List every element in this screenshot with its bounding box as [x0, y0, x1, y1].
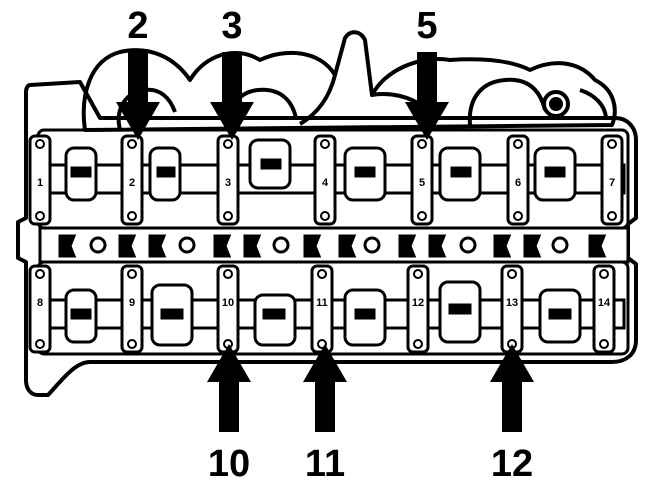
cap-bolt: [320, 211, 330, 221]
cap-bolt: [223, 139, 233, 149]
arrow-5: [405, 52, 449, 140]
center-ridge: [38, 226, 630, 264]
cap-bolt: [413, 339, 423, 349]
arrow-3: [210, 52, 254, 140]
cap-bolt: [223, 211, 233, 221]
bearing-cap-label: 8: [37, 297, 43, 309]
manifold: [81, 30, 617, 132]
upper-bearing-caps: 1 2 3 4 5 6 7: [28, 134, 624, 226]
cap-bolt: [413, 269, 423, 279]
arrow-10: [207, 344, 251, 432]
bottom-arrows: [207, 344, 534, 432]
cap-bolt: [507, 269, 517, 279]
bearing-cap: 1: [28, 134, 52, 226]
cap-bolt: [417, 139, 427, 149]
callout-bottom-11: 11: [305, 443, 345, 485]
cap-bolt: [223, 269, 233, 279]
arrow-12: [490, 344, 534, 432]
bearing-cap: 11: [310, 264, 334, 354]
callout-bottom-12: 12: [491, 443, 533, 485]
bearing-cap-label: 10: [222, 297, 234, 309]
cap-bolt: [513, 211, 523, 221]
bearing-cap: 13: [500, 264, 524, 354]
arrow-11: [303, 344, 347, 432]
bearing-cap-label: 3: [225, 177, 231, 189]
bearing-cap-label: 6: [515, 177, 521, 189]
lower-camshaft: [42, 280, 626, 347]
cap-bolt: [599, 339, 609, 349]
cap-bolt: [35, 339, 45, 349]
cap-bolt: [320, 139, 330, 149]
bearing-cap-label: 5: [419, 177, 425, 189]
bearing-cap: 9: [120, 264, 144, 354]
bearing-cap-label: 12: [412, 297, 424, 309]
bearing-cap: 2: [120, 134, 144, 226]
cap-bolt: [599, 269, 609, 279]
cap-bolt: [127, 139, 137, 149]
bearing-cap-label: 2: [129, 177, 135, 189]
callout-top-2: 2: [127, 5, 148, 47]
bearing-cap-label: 1: [37, 177, 43, 189]
bearing-cap: 14: [592, 264, 616, 354]
top-arrows: [116, 52, 449, 140]
bearing-cap-label: 7: [609, 177, 615, 189]
bearing-cap: 10: [216, 264, 240, 354]
bearing-cap: 8: [28, 264, 52, 354]
bearing-cap-label: 4: [322, 177, 329, 189]
cap-bolt: [513, 139, 523, 149]
cap-bolt: [35, 269, 45, 279]
cap-bolt: [35, 139, 45, 149]
cap-bolt: [127, 269, 137, 279]
cap-bolt: [35, 211, 45, 221]
callout-bottom-10: 10: [208, 443, 250, 485]
bearing-cap: 7: [600, 134, 624, 226]
bearing-cap-label: 14: [598, 297, 611, 309]
bearing-cap: 3: [216, 134, 240, 226]
cap-bolt: [127, 339, 137, 349]
bearing-cap: 12: [406, 264, 430, 354]
arrow-2: [116, 52, 160, 140]
cap-bolt: [607, 211, 617, 221]
bearing-cap: 5: [410, 134, 434, 226]
cap-bolt: [127, 211, 137, 221]
bearing-cap: 4: [313, 134, 337, 226]
bearing-cap: 6: [506, 134, 530, 226]
bearing-cap-label: 11: [316, 297, 328, 309]
callout-top-5: 5: [416, 5, 437, 47]
bearing-cap-label: 13: [506, 297, 518, 309]
callout-top-3: 3: [221, 5, 242, 47]
cap-bolt: [607, 139, 617, 149]
cap-bolt: [317, 269, 327, 279]
cap-bolt: [417, 211, 427, 221]
bearing-cap-label: 9: [129, 297, 135, 309]
